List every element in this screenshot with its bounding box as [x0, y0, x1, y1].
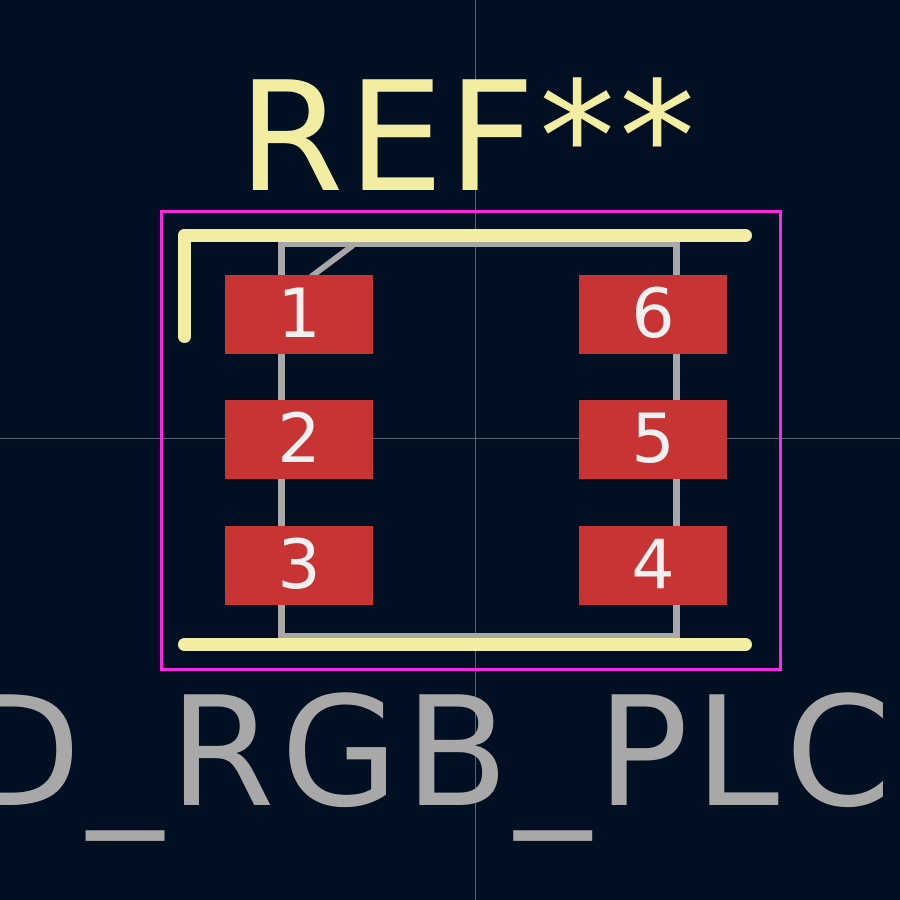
silkscreen-top-line[interactable]: [178, 229, 752, 242]
pad-3[interactable]: 3: [225, 526, 373, 605]
pad-4[interactable]: 4: [579, 526, 727, 605]
courtyard-outline[interactable]: [160, 210, 782, 671]
pin1-chamfer-line: [309, 243, 355, 279]
reference-label[interactable]: REF**: [238, 49, 700, 226]
silkscreen-pin1-marker[interactable]: [178, 229, 191, 343]
value-label[interactable]: D_RGB_PLCC: [0, 664, 900, 841]
pad-1[interactable]: 1: [225, 275, 373, 354]
silkscreen-bottom-line[interactable]: [178, 638, 752, 651]
pad-6[interactable]: 6: [579, 275, 727, 354]
pad-5[interactable]: 5: [579, 400, 727, 479]
crosshair-vertical: [475, 0, 476, 900]
crosshair-horizontal: [0, 438, 900, 439]
pad-2[interactable]: 2: [225, 400, 373, 479]
